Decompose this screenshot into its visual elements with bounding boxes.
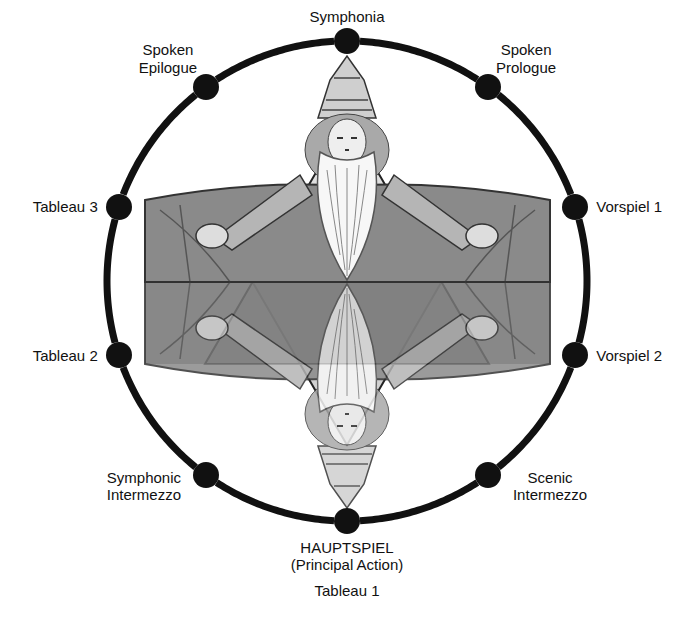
section-label: Vorspiel 2 [596,347,662,364]
stage-dot: HAUPTSPIEL (Principal Action)Tableau 1 [334,508,360,534]
section-label: Tableau 2 [33,347,98,364]
label-block: Symphonia [309,8,384,25]
ring-arc [498,95,571,195]
ring-arc [360,41,477,79]
stage-dot: Symphonic Intermezzo [193,462,219,488]
ring-arc [123,95,196,195]
water-line [145,281,550,283]
label-block: Vorspiel 1 [596,198,662,215]
stage-dot: Vorspiel 2 [562,342,588,368]
stage-dot: Tableau 3 [106,194,132,220]
ring-arc [498,367,571,467]
ring-arc [579,219,587,342]
ring-arc [360,483,477,521]
ring-arc [217,41,334,79]
label-block: Spoken Prologue [486,41,566,76]
tableau-label: Tableau 1 [272,582,422,599]
label-block: Spoken Epilogue [128,41,208,76]
upper-figure [145,56,550,282]
label-block: Tableau 2 [33,347,98,364]
stage-dot: Symphonia [334,28,360,54]
section-label: Spoken Epilogue [128,41,208,76]
ring-arc [107,219,115,342]
section-label: Scenic Intermezzo [505,469,595,504]
ring-arc [123,367,196,467]
stage-dot: Scenic Intermezzo [475,462,501,488]
ring-arc [217,483,334,521]
section-label: Symphonia [309,8,384,25]
section-label: Spoken Prologue [486,41,566,76]
reflection-shade [145,282,550,364]
section-label: Symphonic Intermezzo [99,469,189,504]
stage-dot: Tableau 2 [106,342,132,368]
label-block: Tableau 3 [33,198,98,215]
section-label: Tableau 3 [33,198,98,215]
label-block: Symphonic Intermezzo [99,469,189,504]
stage-dot: Vorspiel 1 [562,194,588,220]
label-block: Vorspiel 2 [596,347,662,364]
stage-dot: Spoken Epilogue [193,74,219,100]
label-block: Scenic Intermezzo [505,469,595,504]
section-label: Vorspiel 1 [596,198,662,215]
label-block: HAUPTSPIEL (Principal Action) Tableau 1 [272,539,422,599]
reflected-figure [145,282,550,508]
stage-dot: Spoken Prologue [475,74,501,100]
section-label: HAUPTSPIEL (Principal Action) [272,539,422,574]
